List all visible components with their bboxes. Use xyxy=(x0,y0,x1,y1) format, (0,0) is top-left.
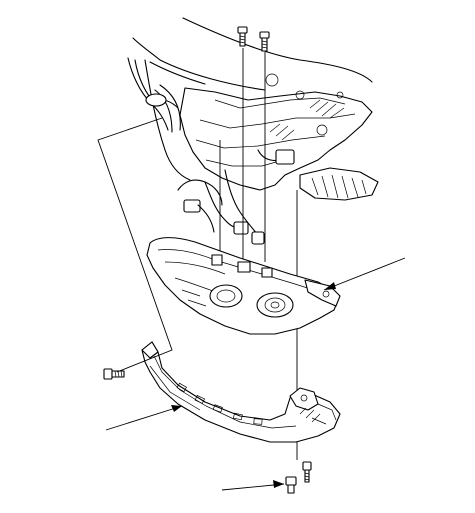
callout-leaders xyxy=(97,117,406,491)
headlight-assembly xyxy=(146,237,341,335)
upper-mounting-bolt-left xyxy=(237,26,248,47)
wiring-harness-connector xyxy=(127,57,265,245)
leader-wiring-connector xyxy=(97,117,173,373)
leader-headlight xyxy=(323,257,406,291)
leader-bumper-bracket xyxy=(105,405,183,431)
vehicle-front-body xyxy=(132,17,379,201)
upper-mounting-bolt-right xyxy=(259,31,270,52)
side-mounting-bolt xyxy=(103,368,125,380)
lower-mounting-bolt xyxy=(285,476,297,494)
bumper-bracket xyxy=(141,341,341,443)
lower-mounting-screw xyxy=(302,461,312,483)
